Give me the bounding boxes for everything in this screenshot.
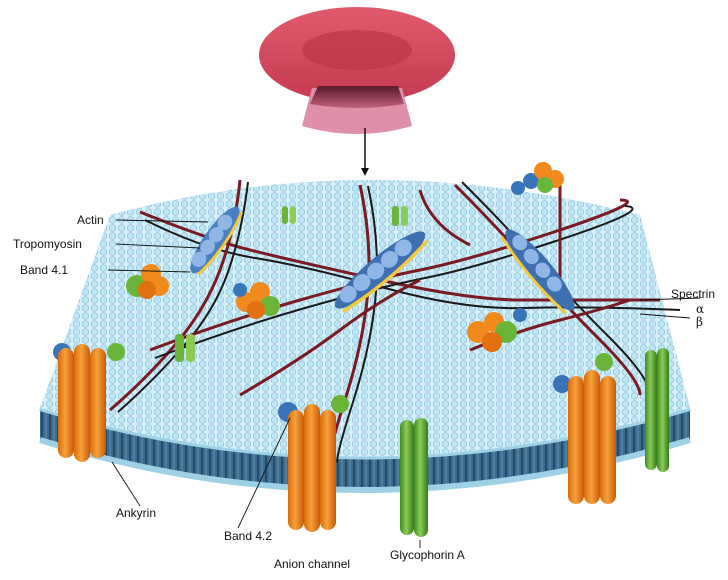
label-spectrin: Spectrin (671, 287, 715, 301)
label-ankyrin: Ankyrin (116, 506, 156, 520)
label-band-4-1: Band 4.1 (20, 263, 68, 277)
label-spectrin-beta: β (696, 315, 703, 329)
label-anion-channel: Anion channel (274, 557, 350, 571)
label-tropomyosin: Tropomyosin (13, 237, 82, 251)
red-blood-cell (259, 7, 455, 134)
glycophorin-right (645, 348, 669, 472)
label-actin: Actin (77, 213, 104, 227)
label-glycophorin-a: Glycophorin A (390, 548, 465, 562)
label-spectrin-alpha: α (696, 302, 704, 316)
label-band-4-2: Band 4.2 (224, 529, 272, 543)
zoom-arrow (361, 128, 369, 176)
glycophorin-center (400, 418, 428, 537)
